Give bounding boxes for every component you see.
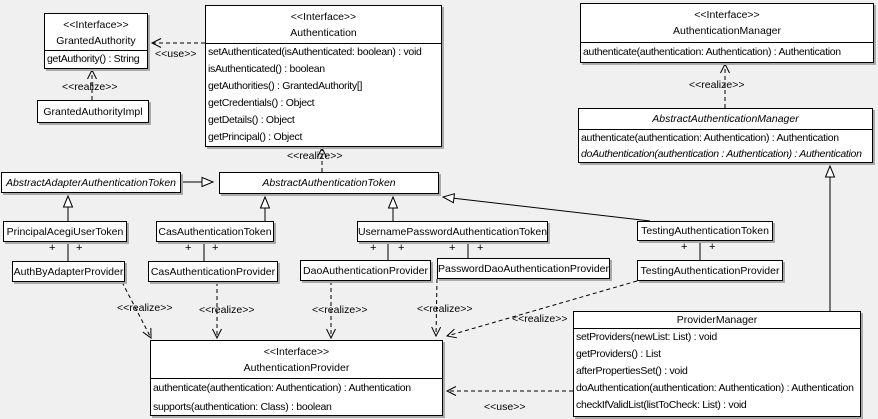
class-name: TestingAuthenticationToken: [641, 225, 769, 237]
stereotype-label: <<Interface>>: [694, 9, 760, 21]
class-abstract-authentication-token: AbstractAuthenticationToken: [219, 172, 439, 194]
association-end-plus: +: [398, 242, 405, 254]
class-name: PrincipalAcegiUserToken: [6, 225, 124, 238]
class-header: <<Interface>> AuthenticationProvider: [151, 341, 442, 379]
association-end-plus: +: [709, 241, 716, 253]
class-dao-authentication-provider: DaoAuthenticationProvider: [300, 260, 431, 281]
association-end-plus: +: [212, 242, 219, 254]
realize-label: <<realize>>: [417, 303, 473, 315]
class-authentication-manager: <<Interface>> AuthenticationManager auth…: [580, 3, 874, 63]
method: setAuthenticated(isAuthenticated: boolea…: [208, 46, 422, 58]
method: isAuthenticated() : boolean: [208, 63, 325, 75]
stereotype-label: <<Interface>>: [290, 11, 357, 23]
realize-authbyadapter-to-authentication-provider: [121, 281, 152, 339]
class-name: TestingAuthenticationProvider: [640, 264, 780, 277]
realize-testing-provider-to-authentication-provider: [445, 280, 638, 339]
realize-label: <<realize>>: [287, 150, 343, 162]
class-cas-authentication-provider: CasAuthenticationProvider: [148, 261, 278, 282]
association-end-plus: +: [185, 242, 192, 254]
method: getAuthorities() : GrantedAuthority[]: [208, 80, 363, 92]
association-end-plus: +: [370, 242, 377, 254]
class-name: PasswordDaoAuthenticationProvider: [438, 262, 610, 275]
class-header: <<Interface>> Authentication: [206, 6, 441, 44]
methods-compartment: setAuthenticated(isAuthenticated: boolea…: [206, 44, 441, 146]
association-end-plus: +: [681, 241, 688, 253]
realize-label: <<realize>>: [62, 81, 118, 93]
methods-compartment: authenticate(authentication: Authenticat…: [151, 379, 442, 416]
class-header: ProviderManager: [574, 312, 860, 329]
class-provider-manager: ProviderManager setProviders(newList: Li…: [573, 311, 861, 417]
class-header: <<Interface>> GrantedAuthority: [45, 14, 147, 51]
realize-label: <<realize>>: [512, 313, 568, 325]
class-name: ProviderManager: [676, 314, 758, 326]
method: authenticate(authentication: Authenticat…: [583, 46, 841, 58]
realize-passworddao-provider-to-authentication-provider: [431, 278, 442, 338]
realize-label: <<realize>>: [117, 302, 173, 314]
class-header: <<Interface>> AuthenticationManager: [581, 4, 873, 43]
class-auth-by-adapter-provider: AuthByAdapterProvider: [12, 261, 125, 282]
realize-label: <<realize>>: [689, 79, 745, 91]
realize-label: <<realize>>: [312, 304, 368, 316]
class-abstract-adapter-authentication-token: AbstractAdapterAuthenticationToken: [1, 172, 181, 193]
use-label: <<use>>: [484, 401, 526, 413]
method: doAuthentication(authentication : Authen…: [581, 148, 862, 160]
class-principal-acegi-user-token: PrincipalAcegiUserToken: [3, 221, 127, 242]
class-name: AuthenticationManager: [673, 25, 781, 37]
class-granted-authority: <<Interface>> GrantedAuthority getAuthor…: [44, 13, 148, 69]
stereotype-label: <<Interface>>: [63, 19, 129, 31]
class-name: CasAuthenticationProvider: [150, 265, 276, 278]
class-password-dao-authentication-provider: PasswordDaoAuthenticationProvider: [437, 258, 610, 279]
method: getAuthority() : String: [47, 53, 140, 65]
class-name: AuthByAdapterProvider: [13, 265, 124, 278]
use-label: <<use>>: [155, 48, 197, 60]
class-authentication: <<Interface>> Authentication setAuthenti…: [205, 5, 442, 147]
methods-compartment: authenticate(authentication: Authenticat…: [579, 130, 872, 162]
method: getDetails() : Object: [208, 114, 295, 126]
method: doAuthentication(authentication: Authent…: [576, 382, 854, 394]
association-end-plus: +: [449, 242, 456, 254]
class-testing-authentication-provider: TestingAuthenticationProvider: [637, 260, 783, 281]
method: supports(authentication: Class) : boolea…: [153, 400, 332, 413]
method: authenticate(authentication: Authenticat…: [153, 382, 411, 394]
method: getPrincipal() : Object: [208, 131, 303, 143]
class-testing-authentication-token: TestingAuthenticationToken: [637, 221, 773, 241]
class-cas-authentication-token: CasAuthenticationToken: [156, 221, 274, 242]
generalization-testing-token-to-abstract-token: [441, 193, 651, 222]
method: afterPropertiesSet() : void: [576, 365, 688, 377]
class-name: Authentication: [290, 27, 357, 39]
class-granted-authority-impl: GrantedAuthorityImpl: [37, 100, 149, 123]
method: setProviders(newList: List) : void: [576, 331, 717, 343]
methods-compartment: authenticate(authentication: Authenticat…: [581, 43, 873, 62]
association-end-plus: +: [477, 242, 484, 254]
class-name: AbstractAuthenticationManager: [652, 113, 799, 125]
class-name: GrantedAuthority: [56, 35, 136, 47]
class-name: AuthenticationProvider: [243, 362, 350, 374]
class-authentication-provider: <<Interface>> AuthenticationProvider aut…: [150, 340, 443, 416]
methods-compartment: getAuthority() : String: [45, 51, 147, 68]
class-name: AbstractAuthenticationToken: [262, 177, 396, 189]
class-name: UsernamePasswordAuthenticationToken: [357, 225, 548, 238]
method: getProviders() : List: [576, 348, 661, 360]
method: getCredentials() : Object: [208, 97, 315, 109]
methods-compartment: setProviders(newList: List) : void getPr…: [574, 329, 860, 414]
class-name: GrantedAuthorityImpl: [43, 105, 143, 118]
association-end-plus: +: [49, 242, 56, 254]
realize-label: <<realize>>: [199, 304, 255, 316]
class-name: DaoAuthenticationProvider: [303, 264, 428, 277]
class-header: AbstractAuthenticationManager: [579, 109, 872, 130]
class-name: AbstractAdapterAuthenticationToken: [5, 176, 177, 189]
method: authenticate(authentication: Authenticat…: [581, 132, 839, 144]
class-username-password-authentication-token: UsernamePasswordAuthenticationToken: [357, 221, 548, 242]
class-name: CasAuthenticationToken: [158, 225, 272, 238]
class-abstract-authentication-manager: AbstractAuthenticationManager authentica…: [578, 108, 873, 163]
stereotype-label: <<Interface>>: [263, 346, 330, 358]
association-end-plus: +: [76, 242, 83, 254]
method: checkIfValidList(listToCheck: List) : vo…: [576, 399, 747, 411]
